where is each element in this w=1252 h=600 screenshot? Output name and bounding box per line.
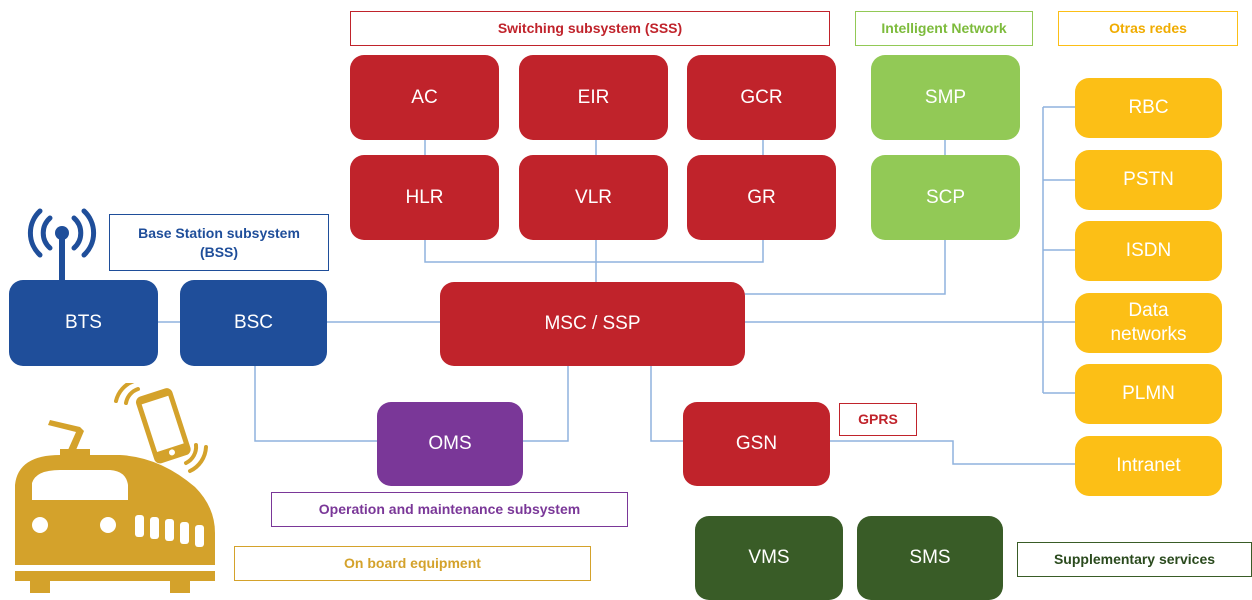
node-data-networks: Data networks: [1075, 293, 1222, 353]
in-label: Intelligent Network: [855, 11, 1033, 46]
other-networks-label: Otras redes: [1058, 11, 1238, 46]
link-scp-msc: [745, 240, 946, 295]
link-msc-gsn: [650, 366, 683, 442]
node-gcr: GCR: [687, 55, 836, 140]
node-vlr: VLR: [519, 155, 668, 240]
node-rbc: RBC: [1075, 78, 1222, 138]
node-pstn: PSTN: [1075, 150, 1222, 210]
node-scp: SCP: [871, 155, 1020, 240]
link-msc-oms: [523, 366, 569, 442]
node-gr: GR: [687, 155, 836, 240]
node-isdn: ISDN: [1075, 221, 1222, 281]
node-bsc: BSC: [180, 280, 327, 366]
node-oms: OMS: [377, 402, 523, 486]
node-hlr: HLR: [350, 155, 499, 240]
bss-label-line1: Base Station subsystem: [138, 225, 300, 242]
supplementary-label: Supplementary services: [1017, 542, 1252, 577]
bss-label-line2: (BSS): [199, 243, 239, 260]
bss-label: Base Station subsystem (BSS): [109, 214, 329, 271]
antenna-icon: [27, 208, 97, 283]
link-gsn-intranet: [830, 440, 1075, 465]
node-vms: VMS: [695, 516, 843, 600]
node-plmn: PLMN: [1075, 364, 1222, 424]
node-msc-ssp: MSC / SSP: [440, 282, 745, 366]
node-intranet: Intranet: [1075, 436, 1222, 496]
onboard-label: On board equipment: [234, 546, 591, 581]
link-sss-bus: [424, 240, 764, 263]
data-networks-line1: Data: [1128, 300, 1169, 322]
oms-label: Operation and maintenance subsystem: [271, 492, 628, 527]
node-eir: EIR: [519, 55, 668, 140]
node-gsn: GSN: [683, 402, 830, 486]
smartphone-icon: [114, 383, 208, 473]
node-bts: BTS: [9, 280, 158, 366]
sss-label: Switching subsystem (SSS): [350, 11, 830, 46]
link-bsc-oms: [254, 366, 377, 442]
node-sms: SMS: [857, 516, 1003, 600]
train-icon: [15, 420, 215, 593]
data-networks-line2: networks: [1110, 324, 1187, 345]
node-ac: AC: [350, 55, 499, 140]
gprs-label: GPRS: [839, 403, 917, 436]
node-smp: SMP: [871, 55, 1020, 140]
